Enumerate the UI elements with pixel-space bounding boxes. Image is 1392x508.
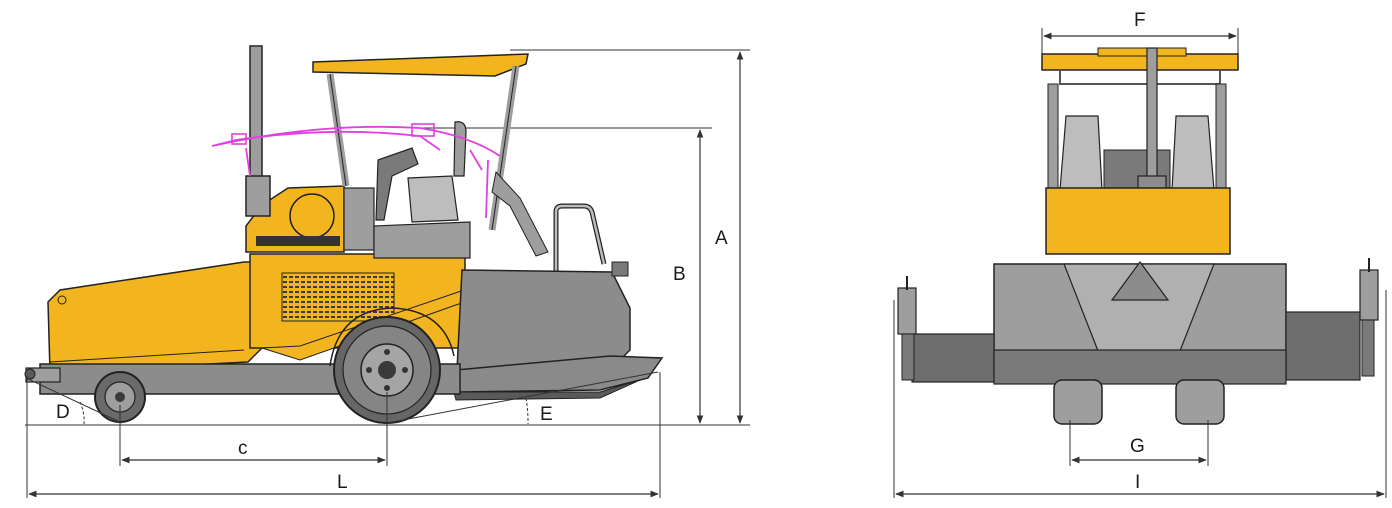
control-box bbox=[611, 261, 629, 277]
front-wheel bbox=[94, 371, 146, 423]
screed-extension-right bbox=[1285, 311, 1361, 381]
hood-hatch bbox=[289, 193, 335, 239]
rear-view: F bbox=[893, 10, 1387, 498]
approach-angle-line bbox=[25, 377, 123, 424]
operator-seat bbox=[407, 175, 459, 223]
dimension-F-label: F bbox=[1134, 10, 1146, 31]
end-gate-left bbox=[897, 276, 917, 381]
departure-angle-line bbox=[386, 371, 659, 424]
wheel-fender bbox=[329, 307, 455, 367]
canopy-roof bbox=[312, 53, 529, 77]
dimension-D-label: D bbox=[56, 402, 70, 423]
rear-hitch bbox=[1110, 260, 1170, 301]
rear-engine-cover bbox=[1045, 187, 1231, 255]
rear-tire-left bbox=[1053, 379, 1103, 425]
rear-seat-left bbox=[1059, 115, 1103, 191]
approach-angle-arc bbox=[79, 401, 85, 425]
rear-roof-top bbox=[1097, 47, 1187, 57]
canopy-strut bbox=[491, 170, 549, 257]
rear-drive-wheel bbox=[333, 316, 441, 424]
screed-extension-left bbox=[911, 333, 995, 383]
canopy-front-post-outline bbox=[329, 73, 347, 187]
operator-deck bbox=[373, 221, 471, 259]
canopy-rear-post-outline bbox=[491, 65, 517, 231]
rear-post-right bbox=[1215, 83, 1227, 193]
side-view: A B c L D E bbox=[24, 45, 750, 498]
canopy-lowered-posts bbox=[245, 147, 489, 219]
dimension-B-label: B bbox=[673, 264, 686, 285]
seat-back bbox=[453, 121, 467, 177]
dimension-E-label: E bbox=[540, 404, 553, 425]
canopy-lowered-bracket bbox=[411, 123, 435, 137]
dimension-c-label: c bbox=[238, 438, 248, 459]
rear-roof-frame bbox=[1059, 70, 1221, 85]
operator-console bbox=[343, 187, 375, 251]
end-gate-right bbox=[1359, 258, 1379, 377]
dimension-A-label: A bbox=[715, 228, 728, 249]
canopy-lowered-lamp bbox=[231, 133, 247, 145]
screed-plate bbox=[453, 379, 641, 401]
dimension-G-label: G bbox=[1130, 436, 1145, 457]
rear-seat-right bbox=[1171, 115, 1215, 191]
engine-grille bbox=[281, 272, 395, 322]
departure-angle-arc bbox=[525, 397, 529, 425]
dimension-L-label: L bbox=[337, 472, 348, 493]
handrail bbox=[553, 203, 607, 272]
screed-main bbox=[993, 349, 1287, 385]
warning-decal bbox=[256, 236, 340, 246]
steering-console bbox=[375, 147, 419, 221]
handrail-inner bbox=[554, 204, 606, 272]
exhaust-pipe bbox=[249, 45, 263, 182]
rear-post-left bbox=[1047, 83, 1059, 193]
dimension-I-label: I bbox=[1135, 472, 1140, 493]
hopper-pin bbox=[57, 295, 67, 305]
hopper-edge bbox=[49, 349, 245, 363]
rear-tire-right bbox=[1175, 379, 1225, 425]
exhaust-silencer bbox=[245, 175, 271, 217]
rear-exhaust-pipe bbox=[1146, 47, 1158, 181]
